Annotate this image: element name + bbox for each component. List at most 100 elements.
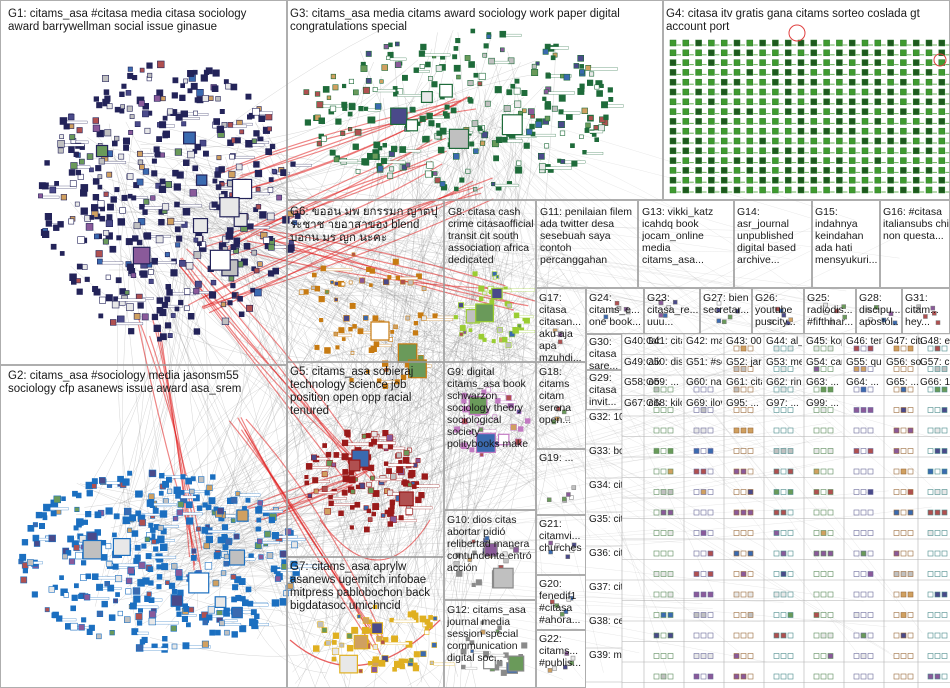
small-group-node bbox=[694, 592, 699, 597]
small-group-node bbox=[942, 367, 947, 372]
node-g10 bbox=[472, 540, 475, 543]
node-label-mark bbox=[589, 131, 603, 134]
small-group-node bbox=[928, 633, 933, 638]
node-g4 bbox=[670, 148, 676, 154]
node-g2 bbox=[160, 544, 167, 551]
node-g2 bbox=[184, 606, 189, 611]
node-g1 bbox=[53, 225, 59, 231]
node-g5 bbox=[373, 503, 379, 509]
node-label-mark bbox=[225, 623, 241, 626]
node-g5 bbox=[403, 457, 409, 463]
node-g4 bbox=[888, 69, 894, 75]
node-g4 bbox=[708, 50, 714, 56]
node-g2 bbox=[231, 519, 235, 523]
node-g1 bbox=[175, 227, 180, 232]
node-g4 bbox=[721, 167, 727, 173]
node-g4 bbox=[913, 128, 919, 134]
small-group-node bbox=[654, 572, 659, 577]
node-g1 bbox=[163, 116, 167, 120]
node-g4 bbox=[696, 187, 702, 193]
node-label-mark bbox=[262, 510, 283, 513]
node-g3 bbox=[597, 91, 603, 97]
node-g3 bbox=[389, 43, 393, 47]
node-g3 bbox=[342, 84, 346, 88]
small-group-node bbox=[854, 592, 859, 597]
node-g3 bbox=[545, 104, 551, 110]
node-g4 bbox=[683, 167, 689, 173]
small-group-node bbox=[694, 654, 699, 659]
small-group-node bbox=[928, 551, 933, 556]
node-g1 bbox=[267, 213, 274, 220]
node-g1 bbox=[119, 154, 124, 159]
node-g2 bbox=[142, 544, 147, 549]
node-g4 bbox=[696, 148, 702, 154]
small-group-node bbox=[901, 592, 906, 597]
node-g8 bbox=[524, 318, 529, 323]
node-g6 bbox=[334, 332, 338, 336]
node-label-mark bbox=[240, 494, 260, 497]
node-g1 bbox=[81, 184, 88, 191]
node-g9 bbox=[506, 395, 511, 400]
node-g1 bbox=[254, 289, 261, 296]
node-g4 bbox=[772, 118, 778, 124]
node-g1 bbox=[226, 84, 232, 90]
small-group-node bbox=[821, 531, 826, 536]
node-label-mark bbox=[50, 508, 68, 511]
small-group-node bbox=[908, 428, 913, 433]
node-g4 bbox=[708, 89, 714, 95]
node-g4 bbox=[798, 50, 804, 56]
profile-node bbox=[484, 657, 496, 669]
node-g1 bbox=[99, 159, 105, 165]
node-g4 bbox=[670, 167, 676, 173]
small-group-node bbox=[572, 543, 576, 547]
node-label-mark bbox=[151, 556, 176, 559]
node-g4 bbox=[683, 109, 689, 115]
small-group-node bbox=[668, 674, 673, 679]
node-g3 bbox=[531, 69, 537, 75]
small-group-node bbox=[557, 407, 561, 411]
node-g3 bbox=[544, 90, 548, 94]
node-g2 bbox=[191, 555, 196, 560]
node-g3 bbox=[359, 106, 364, 111]
node-g7 bbox=[425, 630, 430, 635]
node-label-mark bbox=[43, 196, 59, 199]
node-g7 bbox=[340, 643, 344, 647]
node-g2 bbox=[147, 592, 152, 597]
node-g3 bbox=[445, 105, 449, 109]
node-g2 bbox=[267, 553, 273, 559]
small-group-node bbox=[901, 633, 906, 638]
node-g4 bbox=[926, 69, 932, 75]
node-g1 bbox=[107, 104, 112, 109]
node-g4 bbox=[862, 79, 868, 85]
node-label-mark bbox=[62, 619, 76, 622]
node-g4 bbox=[708, 148, 714, 154]
node-label-mark bbox=[391, 277, 418, 280]
node-g3 bbox=[361, 65, 367, 71]
small-group-node bbox=[741, 469, 746, 474]
node-g1 bbox=[79, 159, 84, 164]
node-g1 bbox=[161, 96, 166, 101]
node-g6 bbox=[373, 316, 378, 321]
node-g3 bbox=[432, 82, 438, 88]
small-group-node bbox=[708, 408, 713, 413]
small-group-node bbox=[668, 572, 673, 577]
node-g3 bbox=[414, 68, 419, 73]
small-group-node bbox=[917, 305, 921, 309]
small-group-node bbox=[774, 531, 779, 536]
small-group-node bbox=[942, 674, 947, 679]
small-group-node bbox=[908, 408, 913, 413]
node-g4 bbox=[849, 128, 855, 134]
node-g1 bbox=[100, 216, 105, 221]
small-group-node bbox=[734, 449, 739, 454]
node-g2 bbox=[206, 536, 213, 543]
node-g3 bbox=[428, 76, 432, 80]
node-g2 bbox=[105, 581, 110, 586]
node-g5 bbox=[334, 452, 339, 457]
node-g4 bbox=[811, 50, 817, 56]
node-g3 bbox=[341, 131, 345, 135]
small-group-node bbox=[814, 674, 819, 679]
node-g4 bbox=[836, 138, 842, 144]
node-g4 bbox=[862, 177, 868, 183]
node-g2 bbox=[217, 508, 223, 514]
small-group-node bbox=[781, 674, 786, 679]
